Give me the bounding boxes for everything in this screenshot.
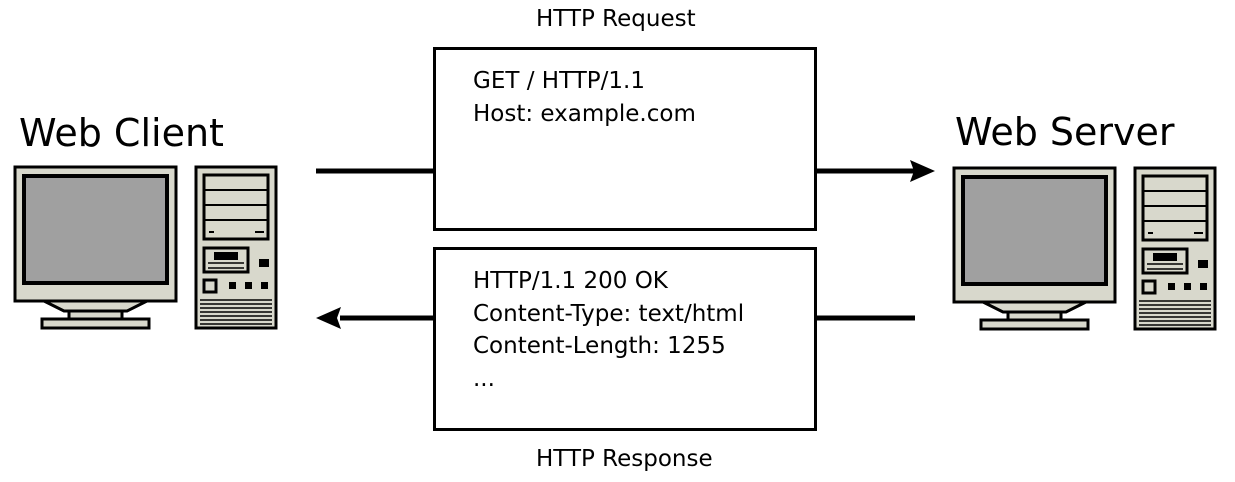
- request-caption: HTTP Request: [536, 6, 696, 32]
- server-title: Web Server: [955, 110, 1175, 154]
- response-line: Content-Length: 1255: [473, 333, 726, 359]
- response-line: ...: [473, 365, 495, 392]
- response-lines: HTTP/1.1 200 OK Content-Type: text/html …: [473, 265, 744, 395]
- response-line: Content-Type: text/html: [473, 300, 745, 327]
- response-caption: HTTP Response: [536, 446, 713, 472]
- request-lines: GET / HTTP/1.1 Host: example.com: [473, 65, 696, 130]
- request-message-box: GET / HTTP/1.1 Host: example.com: [433, 47, 817, 231]
- request-arrowhead: [910, 160, 935, 182]
- response-arrowhead: [316, 307, 341, 329]
- client-title: Web Client: [19, 111, 224, 155]
- request-line: Host: example.com: [473, 100, 696, 127]
- request-line: GET / HTTP/1.1: [473, 68, 645, 94]
- response-line: HTTP/1.1 200 OK: [473, 268, 668, 294]
- response-message-box: HTTP/1.1 200 OK Content-Type: text/html …: [433, 247, 817, 431]
